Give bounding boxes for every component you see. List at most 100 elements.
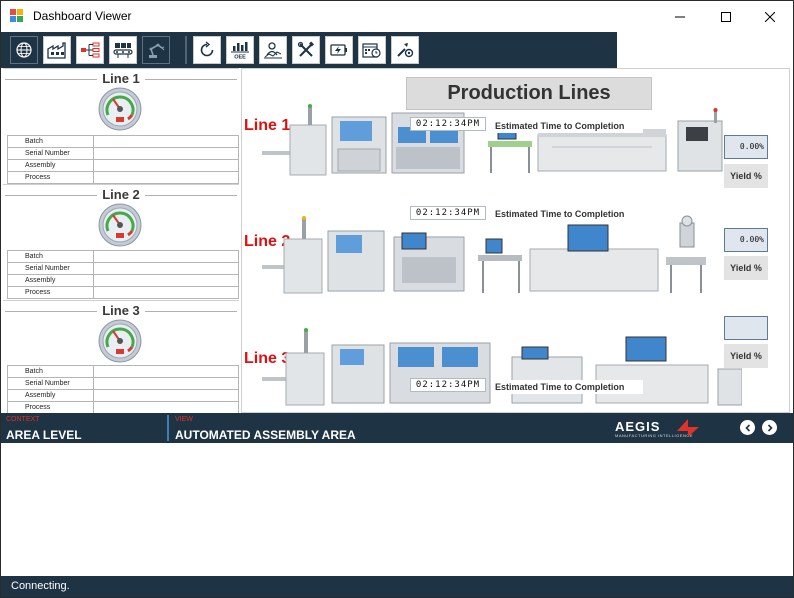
power-icon [330, 44, 347, 56]
line-1-machines[interactable] [262, 103, 742, 179]
field-value [93, 262, 239, 275]
status-bar: Connecting. [1, 576, 793, 597]
etc-label: Estimated Time to Completion [491, 119, 643, 133]
line-timer: 02:12:34PM [410, 378, 486, 392]
toolbar-refresh-button[interactable] [193, 36, 221, 64]
minimize-button[interactable] [657, 1, 703, 32]
line-3-machines[interactable] [262, 327, 742, 407]
close-button[interactable] [747, 1, 793, 32]
line-label[interactable]: Line 1 [244, 117, 291, 134]
toolbar-maintenance-button[interactable] [391, 36, 419, 64]
nav-divider [167, 415, 169, 441]
chevron-right-icon [767, 423, 773, 432]
table-row: Process [7, 401, 239, 414]
field-label: Serial Number [7, 377, 94, 390]
app-icon [10, 9, 24, 23]
maximize-button[interactable] [703, 1, 749, 32]
context-value: AREA LEVEL [6, 428, 82, 442]
line-label[interactable]: Line 3 [244, 350, 291, 367]
line-info-table: Batch Serial Number Assembly Process [7, 365, 239, 414]
table-row: Assembly [7, 389, 239, 402]
conveyor-icon [113, 43, 133, 58]
yield-label: Yield % [724, 256, 768, 280]
line-card: Line 2 Batch Serial Number Assembly Proc… [3, 184, 239, 300]
field-label: Serial Number [7, 147, 94, 160]
logo-subtext: MANUFACTURING INTELLIGENCE [615, 433, 693, 438]
line-card: Line 3 Batch Serial Number Assembly Proc… [3, 300, 239, 414]
field-label: Serial Number [7, 262, 94, 275]
toolbar-calendar-button[interactable] [358, 36, 386, 64]
prev-view-button[interactable] [740, 420, 755, 435]
table-row: Process [7, 286, 239, 299]
line-label[interactable]: Line 2 [244, 233, 291, 250]
production-title: Production Lines [406, 77, 652, 110]
line-card-title: Line 3 [3, 303, 239, 318]
context-caption: CONTEXT [6, 416, 40, 423]
production-lines-area: Production Lines Line 1 [241, 68, 790, 413]
field-value [93, 135, 239, 148]
minimize-icon [675, 16, 685, 17]
toolbar-robot-arm-button[interactable] [142, 36, 170, 64]
line-info-table: Batch Serial Number Assembly Process [7, 135, 239, 184]
completion-percent: 0.00% [724, 135, 768, 159]
toolbar-operator-chart-button[interactable] [259, 36, 287, 64]
table-row: Serial Number [7, 147, 239, 160]
table-row: Batch [7, 250, 239, 263]
line-timer: 02:12:34PM [410, 117, 486, 131]
field-value [93, 171, 239, 184]
toolbar-notch [586, 32, 617, 68]
refresh-cycle-icon [200, 41, 214, 57]
field-label: Assembly [7, 159, 94, 172]
toolbar-separator [185, 36, 187, 64]
toolbar-conveyor-button[interactable] [109, 36, 137, 64]
field-label: Batch [7, 365, 94, 378]
operator-chart-icon [264, 42, 282, 59]
field-value [93, 286, 239, 299]
line-card-title: Line 2 [3, 187, 239, 202]
field-value [93, 377, 239, 390]
context-nav-bar: CONTEXT AREA LEVEL VIEW AUTOMATED ASSEMB… [1, 413, 793, 443]
tools-icon [297, 41, 314, 57]
table-row: Serial Number [7, 262, 239, 275]
toolbar-globe-button[interactable] [10, 36, 38, 64]
toolbar-tools-button[interactable] [292, 36, 320, 64]
line-info-table: Batch Serial Number Assembly Process [7, 250, 239, 299]
field-value [93, 147, 239, 160]
field-label: Batch [7, 135, 94, 148]
line-card: Line 1 Batch Serial Number Assembly Proc… [3, 68, 239, 184]
field-value [93, 250, 239, 263]
svg-text:OEE: OEE [234, 55, 246, 61]
robot-arm-icon [149, 43, 165, 58]
field-value [93, 274, 239, 287]
line-2-machines[interactable] [262, 215, 742, 295]
yield-label: Yield % [724, 344, 768, 368]
toolbar-oee-button[interactable]: OEE [226, 36, 254, 64]
line-timer: 02:12:34PM [410, 206, 486, 220]
field-value [93, 159, 239, 172]
maximize-icon [721, 11, 731, 22]
factory-icon [47, 42, 66, 59]
line-card-title: Line 1 [3, 71, 239, 86]
aegis-logo: AEGIS MANUFACTURING INTELLIGENCE [615, 417, 705, 441]
toolbar-factory-button[interactable] [43, 36, 71, 64]
next-view-button[interactable] [762, 420, 777, 435]
completion-percent: 0.00% [724, 228, 768, 252]
etc-label: Estimated Time to Completion [491, 380, 643, 394]
etc-label: Estimated Time to Completion [491, 207, 643, 221]
completion-percent [724, 316, 768, 340]
table-row: Batch [7, 135, 239, 148]
field-value [93, 365, 239, 378]
gauge-icon [98, 319, 142, 363]
toolbar-power-button[interactable] [325, 36, 353, 64]
table-row: Assembly [7, 159, 239, 172]
field-value [93, 389, 239, 402]
yield-label: Yield % [724, 164, 768, 188]
toolbar-hierarchy-button[interactable] [76, 36, 104, 64]
gauge-icon [98, 87, 142, 131]
status-text: Connecting. [11, 580, 70, 592]
view-value: AUTOMATED ASSEMBLY AREA [175, 428, 356, 442]
gauge-icon [98, 203, 142, 247]
logo-mark-icon [677, 419, 699, 437]
table-row: Process [7, 171, 239, 184]
